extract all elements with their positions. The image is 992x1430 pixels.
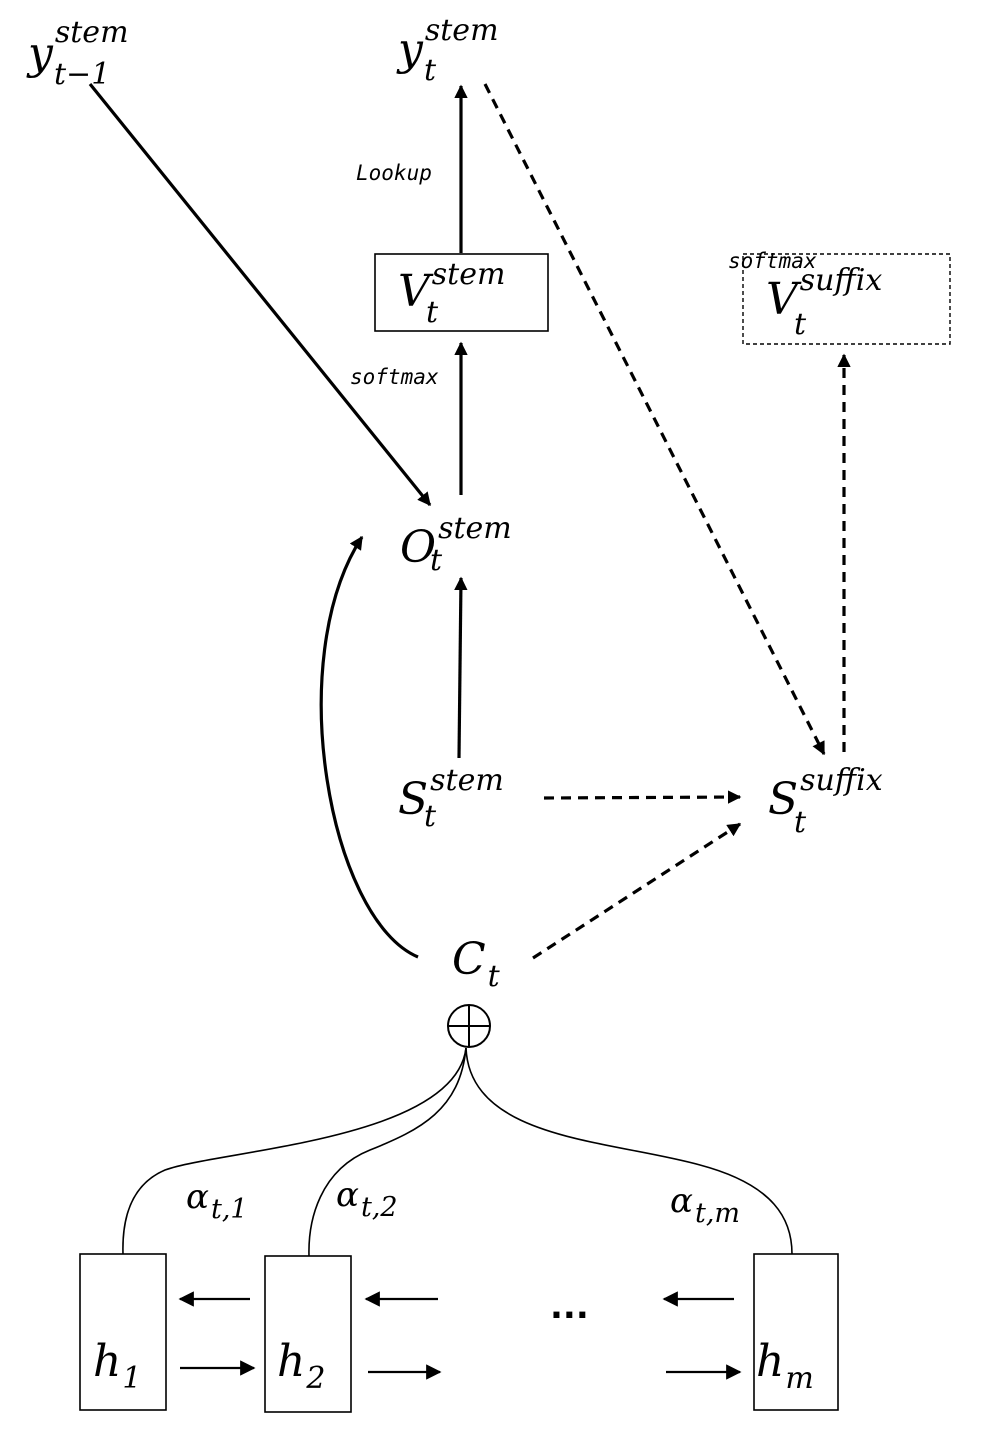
arrow-ct-to-ssuffix — [532, 822, 742, 960]
encoder-box-h1 — [79, 1253, 167, 1411]
oplus-icon — [447, 1004, 491, 1048]
alpha-t1: αt,1 — [186, 1177, 248, 1225]
arrow-yprev-to-ostem — [88, 82, 432, 507]
node-c-t: Ct — [452, 934, 501, 994]
attention-curve-h2 — [308, 1047, 467, 1257]
label-softmax-suffix: softmax — [728, 249, 817, 273]
label-lookup: Lookup — [356, 161, 432, 185]
label-softmax-stem: softmax — [350, 365, 439, 389]
alpha-t2: αt,2 — [336, 1175, 398, 1223]
encoder-h1: h1 — [93, 1336, 141, 1396]
v-stem-box — [374, 253, 549, 332]
alpha-tm: αt,m — [670, 1181, 740, 1229]
v-suffix-box — [742, 253, 951, 345]
encoder-box-hm — [753, 1253, 839, 1411]
attention-curve-h1 — [122, 1047, 467, 1255]
attention-curve-hm — [465, 1047, 793, 1255]
arrow-sstem-to-ssuffix — [543, 790, 742, 804]
encoder-ellipsis: ... — [550, 1287, 589, 1327]
arrow-sstem-to-ostem — [454, 576, 468, 759]
arrow-ct-to-ostem — [319, 535, 419, 959]
encoder-h2: h2 — [277, 1336, 325, 1396]
encoder-box-h2 — [264, 1255, 352, 1413]
encoder-hm: hm — [756, 1336, 814, 1396]
arrow-yt-to-ssuffix — [483, 83, 826, 756]
